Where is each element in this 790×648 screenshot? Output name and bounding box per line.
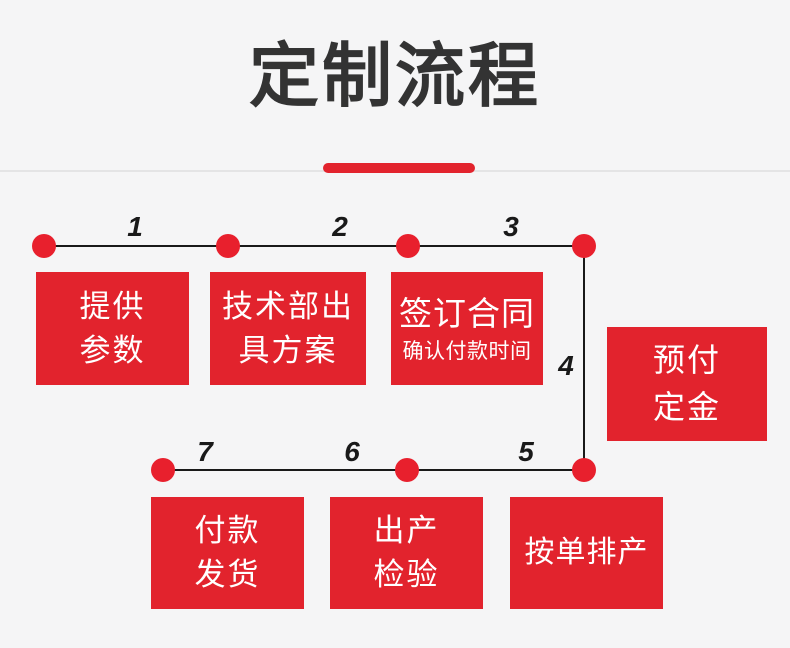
step-box-label: 出产: [373, 513, 440, 548]
step-number-2: 2: [332, 211, 348, 242]
step-box-label: 技术部出: [222, 288, 354, 324]
step-box-production-inspection: 出产 检验: [330, 497, 483, 609]
step-box-sign-contract: 签订合同 确认付款时间: [391, 272, 543, 385]
step-box-label: 预付: [652, 342, 721, 378]
title-underline-accent: [323, 163, 475, 173]
connector-line-bottom: [163, 469, 584, 471]
step-number-4: 4: [558, 350, 574, 381]
step-box-provide-parameters: 提供 参数: [36, 272, 189, 385]
step-box-label: 参数: [79, 332, 146, 368]
step-box-schedule-production: 按单排产: [510, 497, 663, 609]
node-dot-3: [396, 234, 420, 258]
step-box-label: 签订合同: [399, 294, 535, 332]
step-box-label: 提供: [79, 288, 146, 324]
step-box-payment-shipping: 付款 发货: [151, 497, 304, 609]
step-number-5: 5: [518, 436, 534, 467]
node-dot-4: [572, 234, 596, 258]
node-dot-5: [572, 458, 596, 482]
step-box-label: 按单排产: [524, 536, 649, 569]
step-number-1: 1: [127, 211, 143, 242]
connector-line-top: [44, 245, 584, 247]
step-box-label: 付款: [194, 513, 261, 548]
node-dot-1: [32, 234, 56, 258]
step-box-label: 检验: [373, 557, 440, 592]
page-title: 定制流程: [249, 37, 541, 115]
step-box-label: 定金: [652, 389, 721, 425]
step-number-6: 6: [344, 436, 360, 467]
step-box-sublabel: 确认付款时间: [402, 339, 532, 363]
node-dot-7: [151, 458, 175, 482]
connector-line-vertical: [583, 245, 585, 471]
step-box-label: 发货: [194, 557, 261, 592]
step-box-prepay-deposit: 预付 定金: [607, 327, 767, 441]
step-box-tech-department-plan: 技术部出 具方案: [210, 272, 366, 385]
node-dot-2: [216, 234, 240, 258]
step-box-label: 具方案: [238, 332, 338, 368]
node-dot-6: [395, 458, 419, 482]
step-number-3: 3: [503, 211, 519, 242]
step-number-7: 7: [197, 436, 213, 467]
